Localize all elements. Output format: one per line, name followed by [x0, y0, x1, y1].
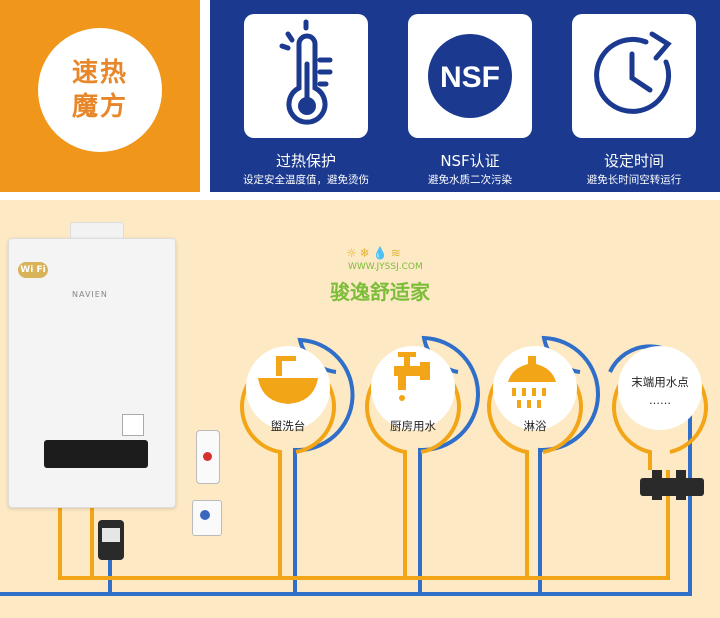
outlet-label-washbasin: 盥洗台 [270, 419, 306, 433]
faucet-icon [394, 352, 430, 401]
feature-title-overheat: 过热保护 [275, 152, 336, 170]
outlet-circle-kitchen [371, 346, 455, 430]
water-heater [8, 238, 176, 508]
outlet-label-kitchen: 厨房用水 [390, 419, 436, 433]
feature-title-nsf: NSF认证 [440, 152, 500, 170]
hot-main-pipe [58, 470, 670, 580]
feature-subtitle-overheat: 设定安全温度值，避免烫伤 [243, 174, 369, 186]
receiver-indicator [200, 510, 210, 520]
nsf-logo: NSF [428, 34, 512, 118]
feature-card-overheat [244, 14, 368, 138]
feature-badge: 速热 魔方 [38, 28, 162, 152]
watermark-brand: 骏逸舒适家 [330, 280, 430, 304]
features-banner: 过热保护 设定安全温度值，避免烫伤 NSF NSF认证 避免水质二次污染 设定时… [210, 0, 720, 192]
feature-subtitle-timer: 避免长时间空转运行 [586, 174, 682, 186]
feature-title-timer: 设定时间 [603, 152, 664, 170]
wifi-badge: Wi Fi [18, 262, 48, 278]
outlet-label-shower: 淋浴 [523, 419, 547, 433]
shower-icon [508, 356, 556, 408]
energy-label [122, 414, 144, 436]
feature-card-timer [572, 14, 696, 138]
banner-left: 速热 魔方 [0, 0, 200, 192]
clock-icon [594, 31, 672, 114]
water-valve-icon [98, 520, 124, 560]
outlet-endpoint-dots: …… [649, 394, 671, 407]
watermark-url: WWW.JYSSJ.COM [348, 262, 423, 272]
feature-card-nsf: NSF [408, 14, 532, 138]
thermometer-icon [279, 19, 333, 125]
badge-line-2: 魔方 [71, 92, 128, 122]
mixing-valve-icon [640, 470, 704, 500]
feature-subtitle-nsf: 避免水质二次污染 [428, 174, 512, 186]
heater-control-panel [44, 440, 148, 468]
heater-brand: NAVIEN [72, 290, 108, 299]
watermark-weather-icon: ☼❄💧≋ [346, 246, 404, 260]
remote-control [196, 430, 220, 484]
outlet-label-endpoint: 末端用水点 [631, 375, 689, 389]
badge-line-1: 速热 [71, 58, 128, 88]
washbasin-icon [258, 356, 318, 404]
remote-button [203, 452, 212, 461]
outlet-circle-endpoint [618, 346, 702, 430]
nsf-logo-text: NSF [440, 61, 500, 94]
